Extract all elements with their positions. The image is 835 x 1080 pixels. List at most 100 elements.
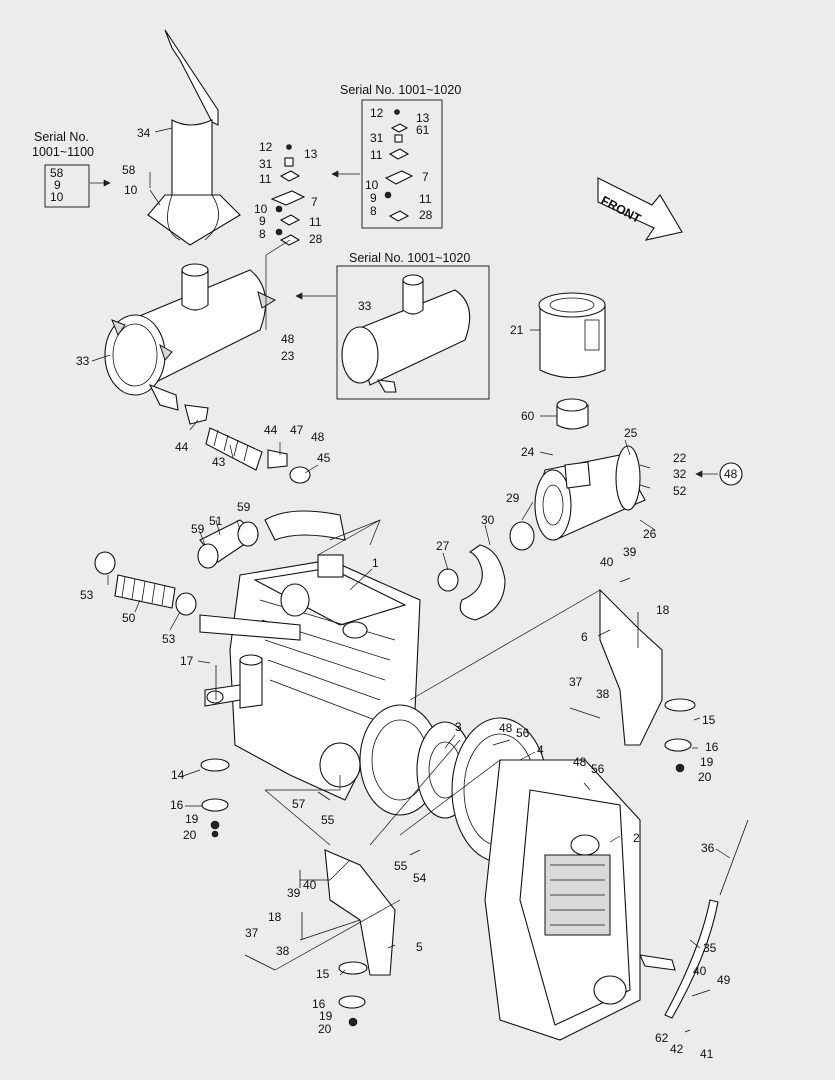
label-15: 15 xyxy=(702,713,716,727)
serial-note-top-left-line1: Serial No. xyxy=(34,130,89,144)
air-cleaner xyxy=(534,292,646,541)
label-32: 32 xyxy=(673,467,687,481)
label-53: 53 xyxy=(162,632,176,646)
label-18: 18 xyxy=(656,603,670,617)
label-28: 28 xyxy=(309,232,323,246)
label-17: 17 xyxy=(180,654,194,668)
label-52: 52 xyxy=(673,484,687,498)
transmission xyxy=(484,759,641,1041)
label-48: 48 xyxy=(311,430,325,444)
label-8: 8 xyxy=(259,227,266,241)
label-60: 60 xyxy=(521,409,535,423)
label-37: 37 xyxy=(245,926,259,940)
label-31: 31 xyxy=(370,131,384,145)
ref-circle-48 xyxy=(719,462,743,486)
mount-hardware-box xyxy=(384,109,414,222)
label-27: 27 xyxy=(436,539,450,553)
label-19: 19 xyxy=(319,1009,333,1023)
label-19: 19 xyxy=(700,755,714,769)
label-48-circle: 48 xyxy=(724,467,738,481)
label-40: 40 xyxy=(303,878,317,892)
bolts xyxy=(215,577,711,1033)
label-48: 48 xyxy=(281,332,295,346)
label-28: 28 xyxy=(419,208,433,222)
mount-bracket-right xyxy=(599,588,696,773)
label-48: 48 xyxy=(499,721,513,735)
front-arrow: FRONT xyxy=(597,177,683,241)
label-42: 42 xyxy=(670,1042,684,1056)
label-49: 49 xyxy=(717,973,731,987)
label-2: 2 xyxy=(633,831,640,845)
label-7: 7 xyxy=(311,195,318,209)
part-labels: 34 58 10 58 9 10 12 13 31 11 7 10 9 11 8… xyxy=(50,106,738,1061)
label-16: 16 xyxy=(170,798,184,812)
label-5: 5 xyxy=(416,940,423,954)
label-6: 6 xyxy=(581,630,588,644)
serial-note-top-left-line2: 1001~1100 xyxy=(32,145,94,159)
label-10: 10 xyxy=(254,202,268,216)
label-59: 59 xyxy=(191,522,205,536)
intake-hose-right xyxy=(437,521,535,621)
label-11: 11 xyxy=(259,172,272,186)
mount-bracket-left xyxy=(324,849,396,1027)
flywheel-housing xyxy=(359,704,549,863)
dipstick xyxy=(639,819,749,1019)
mount-hardware-left xyxy=(265,144,306,330)
label-21: 21 xyxy=(510,323,524,337)
label-11: 11 xyxy=(309,215,322,229)
label-59: 59 xyxy=(237,500,251,514)
label-12: 12 xyxy=(370,106,384,120)
serial-box-mid xyxy=(361,99,443,229)
label-20: 20 xyxy=(183,828,197,842)
label-37: 37 xyxy=(569,675,583,689)
label-10: 10 xyxy=(365,178,379,192)
serial-note-mid-top: Serial No. 1001~1020 xyxy=(340,83,461,97)
label-18: 18 xyxy=(268,910,282,924)
label-20: 20 xyxy=(698,770,712,784)
label-58: 58 xyxy=(50,166,64,180)
label-48: 48 xyxy=(573,755,587,769)
label-1: 1 xyxy=(372,556,379,570)
label-7: 7 xyxy=(422,170,429,184)
label-20: 20 xyxy=(318,1022,332,1036)
label-14: 14 xyxy=(171,768,185,782)
label-50: 50 xyxy=(122,611,136,625)
label-24: 24 xyxy=(521,445,535,459)
label-54: 54 xyxy=(413,871,427,885)
label-33: 33 xyxy=(76,354,90,368)
label-43: 43 xyxy=(212,455,226,469)
muffler xyxy=(104,263,277,411)
intake-hose-left xyxy=(94,510,346,616)
label-12: 12 xyxy=(259,140,273,154)
label-23: 23 xyxy=(281,349,295,363)
pointer-arrows xyxy=(90,170,718,478)
label-45: 45 xyxy=(317,451,331,465)
label-9: 9 xyxy=(370,191,377,205)
label-13: 13 xyxy=(304,147,318,161)
label-39: 39 xyxy=(287,886,301,900)
label-36: 36 xyxy=(701,841,715,855)
muffler-variant xyxy=(341,274,471,393)
label-16: 16 xyxy=(312,997,326,1011)
label-53: 53 xyxy=(80,588,94,602)
label-9: 9 xyxy=(54,178,61,192)
label-55: 55 xyxy=(394,859,408,873)
mount-stack-left xyxy=(200,758,230,838)
label-19: 19 xyxy=(185,812,199,826)
flex-hose xyxy=(184,404,311,484)
label-40: 40 xyxy=(693,964,707,978)
label-57: 57 xyxy=(292,797,306,811)
label-35: 35 xyxy=(703,941,717,955)
label-55: 55 xyxy=(321,813,335,827)
label-38: 38 xyxy=(596,687,610,701)
label-13: 13 xyxy=(416,111,430,125)
label-51: 51 xyxy=(209,514,223,528)
label-56: 56 xyxy=(516,726,530,740)
label-9: 9 xyxy=(259,214,266,228)
exhaust-stack xyxy=(147,29,241,246)
label-38: 38 xyxy=(276,944,290,958)
label-62: 62 xyxy=(655,1031,669,1045)
label-29: 29 xyxy=(506,491,520,505)
label-40: 40 xyxy=(600,555,614,569)
